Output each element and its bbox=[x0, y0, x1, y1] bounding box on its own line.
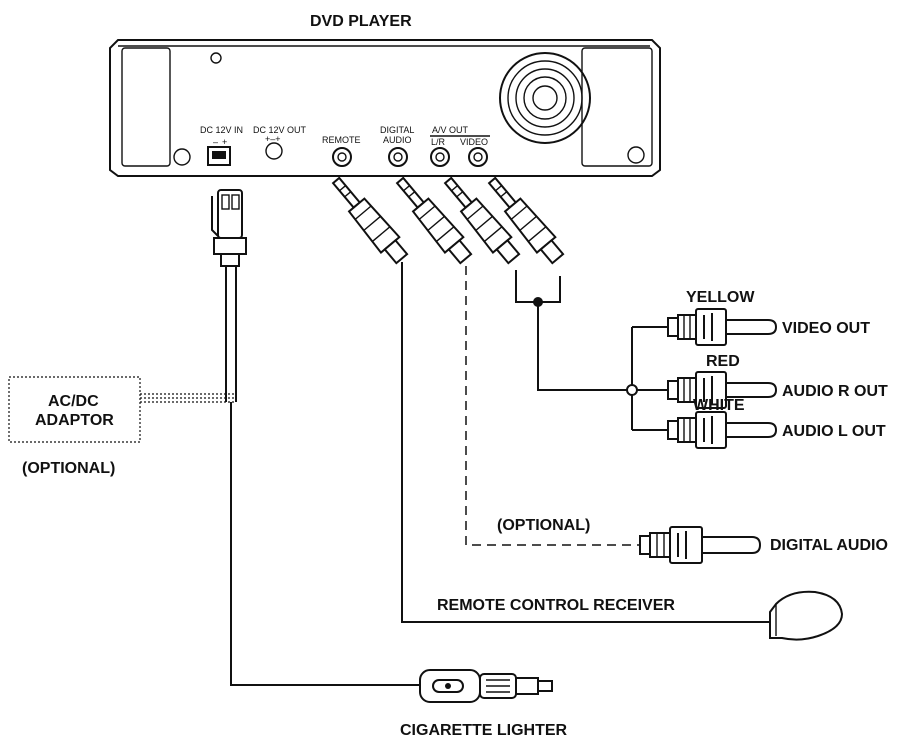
remote-receiver bbox=[769, 590, 844, 641]
remote-cable bbox=[401, 262, 770, 623]
digital-audio-port bbox=[388, 147, 408, 167]
lr-label: L/R bbox=[431, 137, 446, 147]
digital-audio-cable bbox=[465, 266, 640, 546]
cooling-fan bbox=[499, 52, 591, 144]
dc-in-plus-label: + bbox=[222, 137, 227, 147]
remote-label: REMOTE bbox=[322, 135, 361, 145]
digital-label: DIGITAL bbox=[380, 125, 414, 135]
av-video-plug bbox=[487, 176, 565, 265]
adaptor-label-line2: ADAPTOR bbox=[35, 412, 114, 429]
av-video-port bbox=[468, 147, 488, 167]
dc-12v-in-label: DC 12V IN bbox=[200, 125, 243, 135]
white-label: WHITE bbox=[693, 397, 745, 414]
av-lr-port bbox=[430, 147, 450, 167]
audio-label: AUDIO bbox=[383, 135, 412, 145]
digital-optional-label: (OPTIONAL) bbox=[497, 517, 590, 534]
power-cable bbox=[225, 266, 425, 686]
video-out-label: VIDEO OUT bbox=[782, 320, 870, 337]
adaptor-optional-label: (OPTIONAL) bbox=[22, 460, 115, 477]
rca-video-plug bbox=[667, 308, 778, 346]
av-cable-junction bbox=[515, 270, 668, 431]
remote-plug bbox=[331, 176, 409, 265]
dvd-player-unit: DC 12V IN – + DC 12V OUT +–+ REMOTE DIGI… bbox=[109, 39, 661, 177]
dc-out-polarity-label: +–+ bbox=[265, 134, 281, 144]
rca-audio-l-plug bbox=[667, 411, 778, 449]
av-out-label: A/V OUT bbox=[432, 125, 469, 135]
audio-r-out-label: AUDIO R OUT bbox=[782, 383, 888, 400]
red-label: RED bbox=[706, 353, 740, 370]
digital-audio-plug bbox=[395, 176, 473, 265]
dc-12v-out-port bbox=[265, 142, 283, 160]
dc-12v-in-port bbox=[207, 146, 231, 166]
adaptor-label-line1: AC/DC bbox=[48, 393, 99, 410]
digital-audio-label: DIGITAL AUDIO bbox=[770, 537, 888, 554]
dc-12v-out-label: DC 12V OUT bbox=[253, 125, 307, 135]
remote-port bbox=[332, 147, 352, 167]
remote-receiver-label: REMOTE CONTROL RECEIVER bbox=[437, 597, 675, 614]
rca-digital-audio-plug bbox=[639, 526, 762, 564]
video-label: VIDEO bbox=[460, 137, 488, 147]
ac-dc-adaptor: AC/DC ADAPTOR bbox=[8, 376, 236, 443]
cigarette-lighter-label: CIGARETTE LIGHTER bbox=[400, 722, 568, 739]
power-connector bbox=[211, 189, 247, 267]
dc-in-minus-label: – bbox=[213, 137, 218, 147]
av-lr-plug bbox=[443, 176, 521, 265]
yellow-label: YELLOW bbox=[686, 289, 755, 306]
dvd-player-title: DVD PLAYER bbox=[310, 13, 412, 30]
audio-l-out-label: AUDIO L OUT bbox=[782, 423, 886, 440]
cigarette-lighter-plug bbox=[419, 669, 553, 703]
rca-audio-r-plug bbox=[667, 371, 778, 409]
